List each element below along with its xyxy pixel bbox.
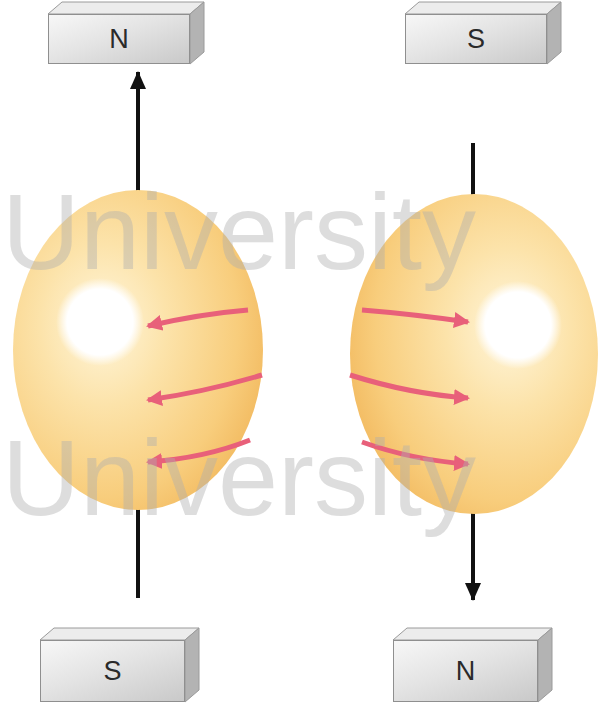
magnet-block: S (40, 640, 185, 702)
sphere-body (350, 194, 598, 514)
magnet-block (405, 2, 561, 64)
rotation-arrow (362, 310, 468, 322)
magnet-block: N (393, 640, 538, 702)
sphere-highlight (56, 278, 144, 366)
nucleus-sphere (350, 194, 598, 514)
rotation-arrow (148, 375, 262, 400)
magnet-top-face (48, 2, 204, 14)
magnet-block: S (405, 14, 547, 64)
magnet-pole-label: N (109, 26, 129, 53)
sphere-body (13, 190, 263, 510)
rotation-arrow (350, 375, 468, 398)
magnet-block (40, 628, 199, 702)
magnet-pole-label: S (467, 26, 485, 53)
magnet-top-face (40, 628, 199, 640)
magnet-side-face (190, 2, 204, 64)
magnet-pole-label: N (456, 658, 476, 685)
magnet-block (393, 628, 552, 702)
magnet-block: N (48, 14, 190, 64)
magnet-side-face (538, 628, 552, 702)
nucleus-sphere (13, 190, 263, 510)
watermark: University (2, 424, 476, 532)
magnet-pole-label: S (103, 658, 121, 685)
magnet-top-face (393, 628, 552, 640)
watermark: University (2, 178, 476, 286)
magnet-side-face (185, 628, 199, 702)
rotation-arrow (148, 440, 250, 462)
magnet-side-face (547, 2, 561, 64)
sphere-highlight (474, 281, 562, 369)
magnet-top-face (405, 2, 561, 14)
rotation-arrow (362, 442, 468, 464)
magnet-block (48, 2, 204, 64)
rotation-arrow (148, 310, 248, 326)
